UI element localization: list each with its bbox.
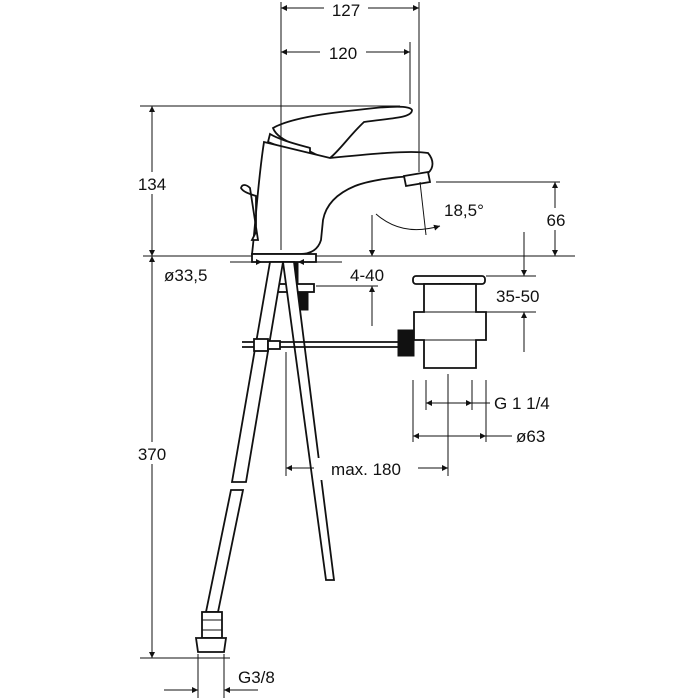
label-hole-diameter: ø33,5 [164,266,207,285]
waste-assembly [397,275,487,369]
faucet [240,105,434,255]
dimension-labels: 127 120 134 66 18,5° ø33,5 4-40 35-50 G … [130,0,574,687]
label-waste-thread: G 1 1/4 [494,394,550,413]
popup-rod [242,338,398,352]
label-hose-length: 370 [138,445,166,464]
aerator [402,170,432,188]
label-overall-depth: 127 [332,1,360,20]
label-spout-angle: 18,5° [444,201,484,220]
label-spout-reach: 120 [329,44,357,63]
label-rod-length: max. 180 [331,460,401,479]
label-waste-diameter: ø63 [516,427,545,446]
supply-hoses [194,261,336,653]
label-hose-thread: G3/8 [238,668,275,687]
label-deck-thickness: 4-40 [350,266,384,285]
label-tap-height: 134 [138,175,166,194]
label-spout-height: 66 [547,211,566,230]
label-waste-height: 35-50 [496,287,539,306]
extension-lines [140,2,560,698]
faucet-body [250,140,434,255]
popup-knob [240,184,260,241]
